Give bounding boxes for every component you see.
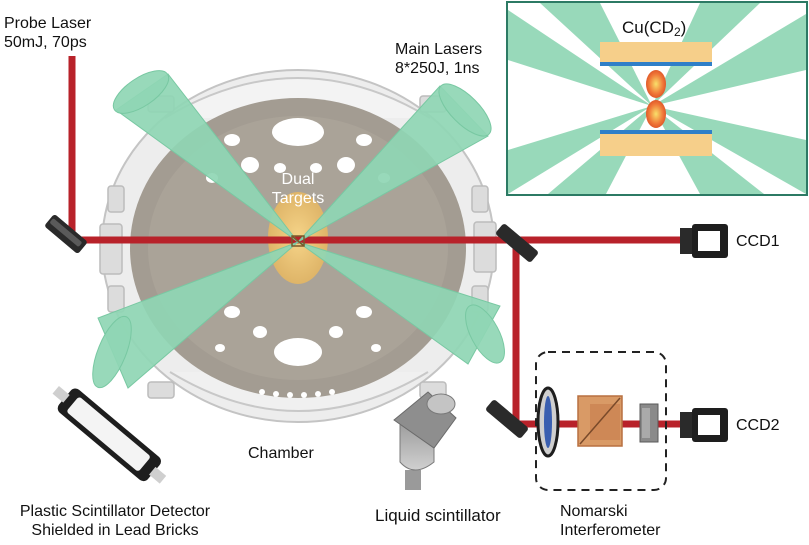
inset-target-close: ) [680, 18, 687, 37]
nomarski-interferometer [535, 351, 667, 491]
ccd2-label: CCD2 [736, 417, 780, 434]
liquid-scintillator [393, 391, 457, 490]
plastic-scintillator-detector [52, 385, 167, 484]
probe-laser-label: Probe Laser 50mJ, 70ps [4, 14, 91, 52]
inset-lower-target [600, 132, 712, 156]
plastic-detector-label: Plastic Scintillator Detector Shielded i… [2, 502, 228, 540]
dual-targets-label: Dual Targets [262, 170, 334, 208]
ccd1-camera [680, 224, 728, 258]
target-crosshair [291, 235, 305, 247]
dual-targets-line1: Dual [281, 171, 315, 188]
inset-upper-target [600, 42, 712, 64]
inset-target-subscript: 2 [673, 25, 681, 39]
plastic-detector-line2: Shielded in Lead Bricks [31, 522, 199, 539]
chamber-label: Chamber [248, 445, 314, 462]
main-lasers-spec: 8*250J, 1ns [395, 60, 480, 77]
target-inset-panel [506, 1, 808, 196]
inset-target-formula: Cu(CD [622, 18, 674, 37]
main-lasers-title: Main Lasers [395, 41, 483, 58]
probe-laser-spec: 50mJ, 70ps [4, 34, 87, 51]
lower-turn-mirror [486, 400, 528, 438]
ccd1-label: CCD1 [736, 233, 780, 250]
liquid-scintillator-label: Liquid scintillator [375, 506, 501, 525]
nomarski-line1: Nomarski [560, 503, 628, 520]
inset-plasma-lower [646, 100, 666, 128]
main-lasers-label: Main Lasers 8*250J, 1ns [395, 40, 482, 78]
chamber-ports-lower [215, 306, 381, 398]
ccd2-camera [680, 408, 728, 442]
probe-laser-title: Probe Laser [4, 15, 92, 32]
dual-targets-line2: Targets [271, 190, 325, 207]
ccd1-split-mirror [496, 224, 538, 262]
inset-target-label: Cu(CD2) [622, 18, 686, 42]
nomarski-label: Nomarski Interferometer [560, 502, 660, 540]
plastic-detector-line1: Plastic Scintillator Detector [19, 503, 211, 520]
nomarski-line2: Interferometer [560, 522, 661, 539]
main-laser-beams [92, 70, 505, 389]
probe-input-mirror [45, 214, 87, 254]
inset-plasma-upper [646, 70, 666, 98]
